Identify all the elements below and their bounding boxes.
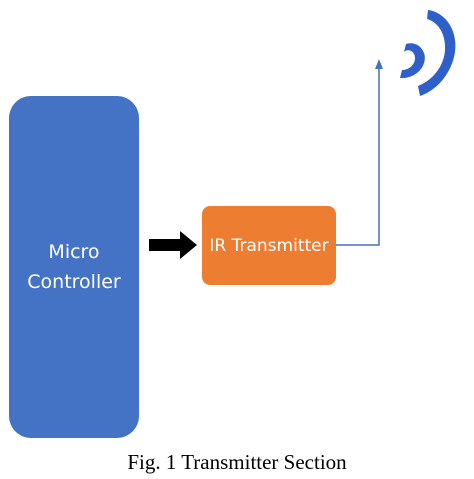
ir-transmitter-block: IR Transmitter [202,206,336,285]
micro-controller-label-line2: Controller [27,271,121,293]
connector-arrow [149,231,197,259]
figure-caption: Fig. 1 Transmitter Section [127,450,347,474]
signal-path [336,59,383,246]
micro-controller-label-line1: Micro [48,241,100,263]
micro-controller-block: Micro Controller [9,96,139,438]
ir-transmitter-label: IR Transmitter [209,235,329,256]
wireless-signal-icon [400,10,456,96]
